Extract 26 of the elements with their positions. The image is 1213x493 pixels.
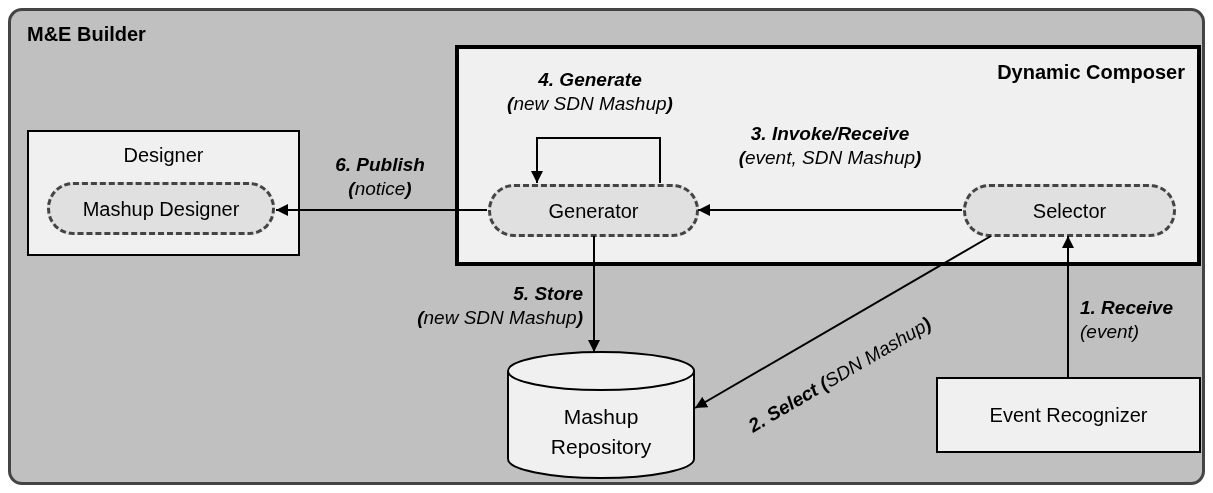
component-box [455,45,1201,266]
dashed-rounded-box [963,184,1176,237]
component-box [936,377,1201,453]
container-box [8,8,1205,485]
arrow [531,137,661,184]
arrow [697,204,963,216]
node-title: M&E Builder [27,23,146,46]
dashed-rounded-box [47,182,275,235]
edge-label: 3. Invoke/Receive (event, SDN Mashup) [737,122,923,170]
edge-label: 4. Generate (new SDN Mashup) [506,68,674,116]
arrow [694,235,992,409]
edge-label: 6. Publish (notice) [334,153,426,201]
arrow [588,235,600,353]
component-box [27,130,300,256]
dashed-rounded-box [488,184,699,237]
node-label: Generator [547,199,640,222]
node-label: Event Recognizer [988,403,1149,427]
node-label: Mashup Designer [81,197,241,220]
edge-label: 5. Store (new SDN Mashup) [416,282,583,330]
edge-label: 1. Receive (event) [1080,296,1174,344]
node-label: Selector [1031,199,1108,222]
arrow [1062,235,1074,378]
node-label: Mashup Repository [549,404,653,460]
node-title: Designer [122,144,205,167]
arrow [275,204,488,216]
node-title: Dynamic Composer [997,61,1185,84]
